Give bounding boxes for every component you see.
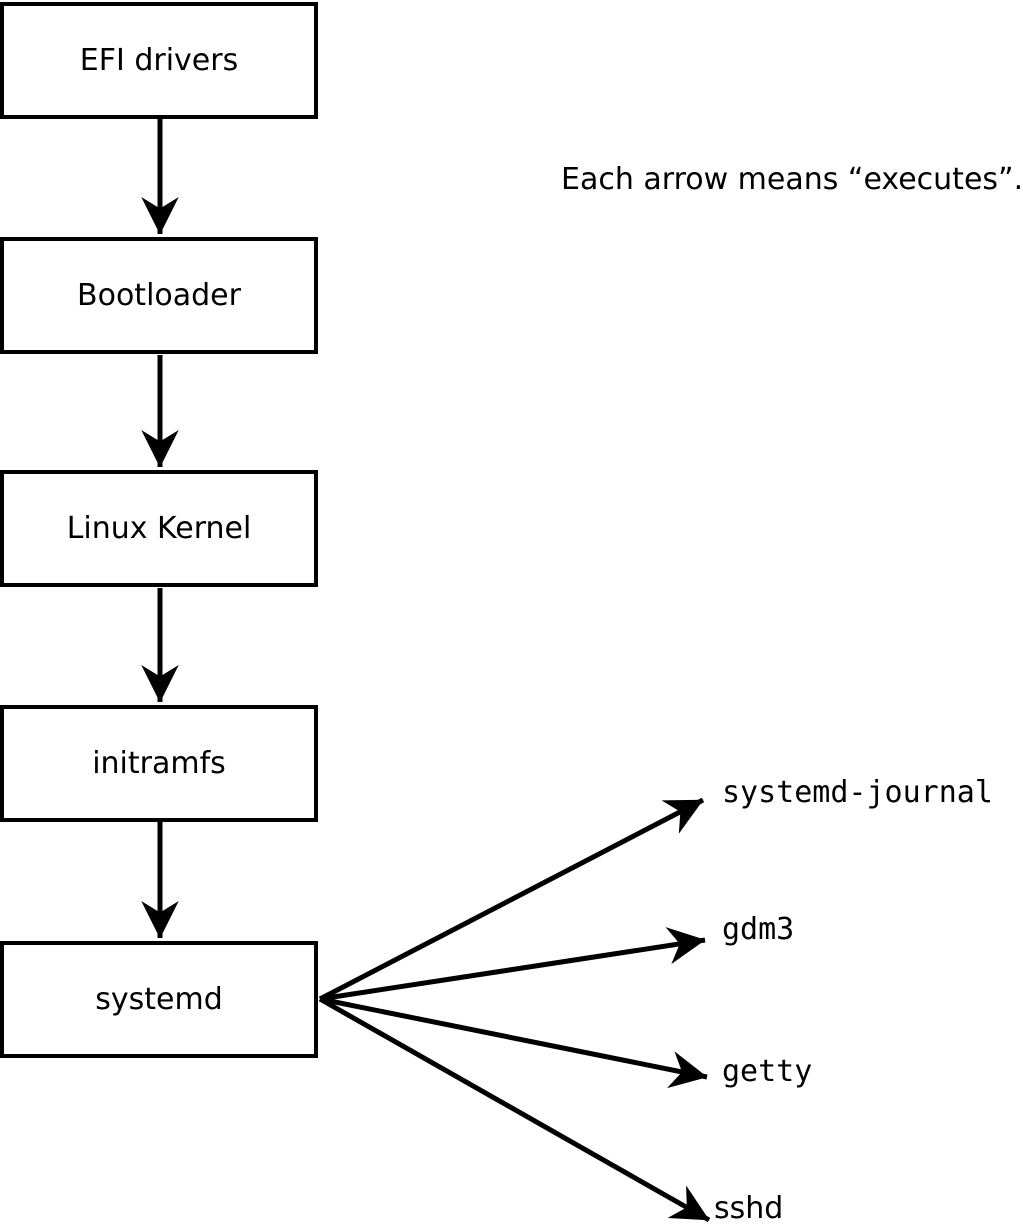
flow-box-bootloader-label: Bootloader	[77, 277, 241, 313]
flow-box-initramfs: initramfs	[0, 705, 318, 822]
flow-box-linux-kernel: Linux Kernel	[0, 470, 318, 587]
process-label-gdm3: gdm3	[722, 912, 795, 947]
arrow-systemd-to-getty	[319, 996, 708, 1089]
arrow-systemd-to-gdm3	[319, 927, 706, 1002]
arrow-systemd-to-journal	[318, 797, 705, 1002]
arrow-systemd-to-sshd	[318, 996, 711, 1223]
flow-box-systemd-label: systemd	[95, 981, 223, 1017]
flow-box-systemd: systemd	[0, 941, 318, 1058]
process-label-getty: getty	[722, 1054, 813, 1089]
arrow-meaning-annotation: Each arrow means “executes”.	[561, 162, 1023, 197]
flow-box-linux-kernel-label: Linux Kernel	[66, 510, 252, 546]
flow-box-initramfs-label: initramfs	[92, 745, 226, 781]
process-label-systemd-journal: systemd-journal	[722, 775, 993, 810]
flow-box-bootloader: Bootloader	[0, 237, 318, 354]
flow-box-efi-drivers-label: EFI drivers	[79, 42, 239, 78]
process-label-sshd: sshd	[714, 1191, 784, 1226]
flow-box-efi-drivers: EFI drivers	[0, 2, 318, 119]
